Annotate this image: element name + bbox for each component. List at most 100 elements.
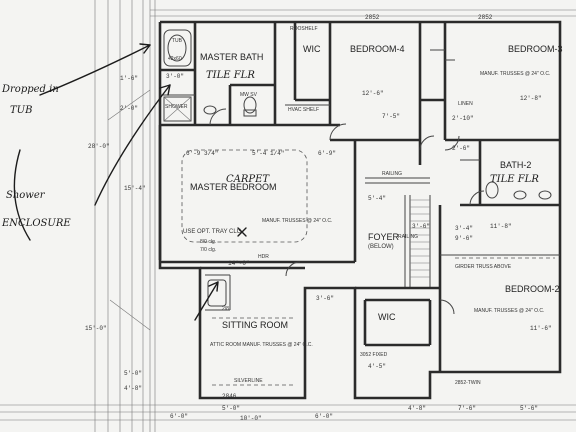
dim-bd4-a: 12'-6"	[362, 90, 384, 97]
dim-top-1: 2852	[365, 14, 380, 21]
room-foyer-below: (BELOW)	[368, 244, 394, 250]
room-sitting-room: SITTING ROOM	[222, 320, 288, 330]
note-tile-floor-bath2: TILE FLR	[490, 174, 539, 185]
dim-mb-3: 6'-9"	[318, 150, 336, 157]
label-window-1: 3052 FIXED	[360, 352, 388, 358]
note-tub: TUB	[10, 105, 32, 116]
label-attic-room: ATTIC ROOM MANUF. TRUSSES @ 24" O.C.	[210, 342, 313, 348]
dim-bottom-1: 6'-0"	[170, 413, 188, 420]
cross-mark-icon	[237, 227, 247, 237]
dim-sit-2: 4'-5"	[368, 363, 386, 370]
label-railing: RAILING	[382, 171, 402, 177]
dim-bottom-4: 6'-0"	[315, 413, 333, 420]
label-silverline: SILVERLINE	[234, 378, 263, 384]
room-bedroom-4: BEDROOM-4	[350, 44, 405, 54]
dimension-labels: 2852 2852 6'-0" 5'-0" 10'-0" 6'-0" 4'-8"…	[85, 14, 552, 422]
dim-sit-1: 3'-6"	[316, 295, 334, 302]
label-railing-2: RAILING	[398, 234, 418, 240]
tray-ceiling-outline	[181, 149, 308, 243]
walls	[158, 20, 562, 400]
dim-sit-3: 14'-0"	[228, 260, 250, 267]
note-tile-floor-master: TILE FLR	[206, 70, 255, 81]
dim-bath2-a: 2'-6"	[452, 145, 470, 152]
dim-extra-4: 2'-0"	[120, 105, 138, 112]
room-wic: WIC	[303, 44, 321, 54]
stair	[410, 199, 430, 278]
label-trusses-bed2: MANUF. TRUSSES @ 24" O.C.	[474, 308, 544, 314]
arrow-icon-shower	[94, 84, 171, 206]
shower-icon	[163, 96, 192, 122]
handwritten-marks	[13, 43, 247, 321]
room-bedroom-2: BEDROOM-2	[505, 284, 560, 294]
dim-bottom-5: 4'-8"	[408, 405, 426, 412]
dim-bd4-b: 7'-5"	[382, 113, 400, 120]
tub-icon	[163, 29, 192, 67]
label-opt-tray: USE OPT. TRAY CLG.	[183, 229, 243, 235]
label-hdr: HDR	[258, 254, 269, 260]
label-trusses-master: MANUF. TRUSSES @ 24" O.C.	[262, 218, 332, 224]
dim-bottom-7: 5'-6"	[520, 405, 538, 412]
handwritten-annotations: Dropped in TUB TILE FLR TILE FLR CARPET …	[1, 70, 539, 229]
label-hvac: HVAC SHELF	[288, 107, 319, 113]
toilet-icon	[243, 96, 257, 114]
sink-icon	[203, 105, 217, 115]
label-window-2: 2852-TWIN	[455, 380, 481, 386]
room-master-bedroom: MASTER BEDROOM	[190, 182, 277, 192]
label-tub: TUB	[172, 38, 183, 44]
dim-mb-1: 6'-9 3/4"	[186, 150, 218, 157]
room-bedroom-3: BEDROOM-3	[508, 44, 563, 54]
label-linen: LINEN	[458, 101, 473, 107]
dim-bd3-b: 2'-10"	[452, 115, 474, 122]
room-wic-2: WIC	[378, 312, 396, 322]
dim-extra-1: 2846	[222, 393, 237, 400]
dim-mb-2: 5'-4 1/4"	[252, 150, 284, 157]
dim-b2-c: 9'-6"	[455, 235, 473, 242]
sink-icon-bath2b	[538, 190, 552, 200]
dim-bottom-3: 10'-0"	[240, 415, 262, 422]
dim-left-3: 15'-0"	[85, 325, 107, 332]
room-foyer: FOYER	[368, 232, 400, 242]
door-swing-icon	[209, 108, 227, 126]
label-ceil-1: 8/0 clg.	[200, 239, 216, 245]
label-roof-shelf: ROOSHELF	[290, 26, 318, 32]
label-mw-sv: MW SV	[240, 92, 258, 98]
arrow-icon-sitting	[194, 281, 219, 321]
label-sitting-closet-code: 2/8	[222, 306, 229, 312]
room-labels: MASTER BATH BEDROOM-4 BEDROOM-3 MASTER B…	[190, 44, 563, 330]
dim-bottom-6: 7'-6"	[458, 405, 476, 412]
label-girder: GIRDER TRUSS ABOVE	[455, 264, 512, 270]
dim-bd3-a: 12'-8"	[520, 95, 542, 102]
note-carpet: CARPET	[226, 174, 270, 185]
dim-bath2-b: 3'-4"	[455, 225, 473, 232]
dim-b2-b: 11'-6"	[530, 325, 552, 332]
dim-foy-1: 5'-4"	[368, 195, 386, 202]
bracket-mark	[13, 149, 31, 241]
label-trusses-bed3: MANUF. TRUSSES @ 24" O.C.	[480, 71, 550, 77]
dim-extra-2: 3'-0"	[166, 73, 184, 80]
note-enclosure: ENCLOSURE	[1, 218, 71, 229]
dim-left-5: 4'-8"	[124, 385, 142, 392]
dim-foy-2: 3'-6"	[412, 223, 430, 230]
label-shower: SHOWER	[165, 104, 188, 110]
fixtures	[163, 29, 555, 386]
sitting-closet-icon	[207, 279, 227, 307]
note-shower: Shower	[6, 190, 46, 201]
dim-top-2: 2852	[478, 14, 493, 21]
room-bath-2: BATH-2	[500, 160, 531, 170]
label-tub-size: 42x60	[168, 56, 182, 62]
dim-b2-a: 11'-8"	[490, 223, 512, 230]
note-dropped-in: Dropped in	[1, 84, 59, 95]
label-ceil-2: 7/0 clg.	[200, 247, 216, 253]
dim-left-1: 28'-0"	[88, 143, 110, 150]
dim-left-2: 15'-4"	[124, 185, 146, 192]
dim-left-4: 5'-0"	[124, 370, 142, 377]
dim-bottom-2: 5'-0"	[222, 405, 240, 412]
arrow-icon	[39, 44, 151, 96]
dim-extra-3: 1'-6"	[120, 75, 138, 82]
toilet-icon-bath2	[485, 181, 499, 199]
fixture-labels: TUB 42x60 SHOWER LINEN ROOSHELF MW SV RA…	[165, 26, 550, 386]
sink-icon-bath2	[513, 190, 527, 200]
